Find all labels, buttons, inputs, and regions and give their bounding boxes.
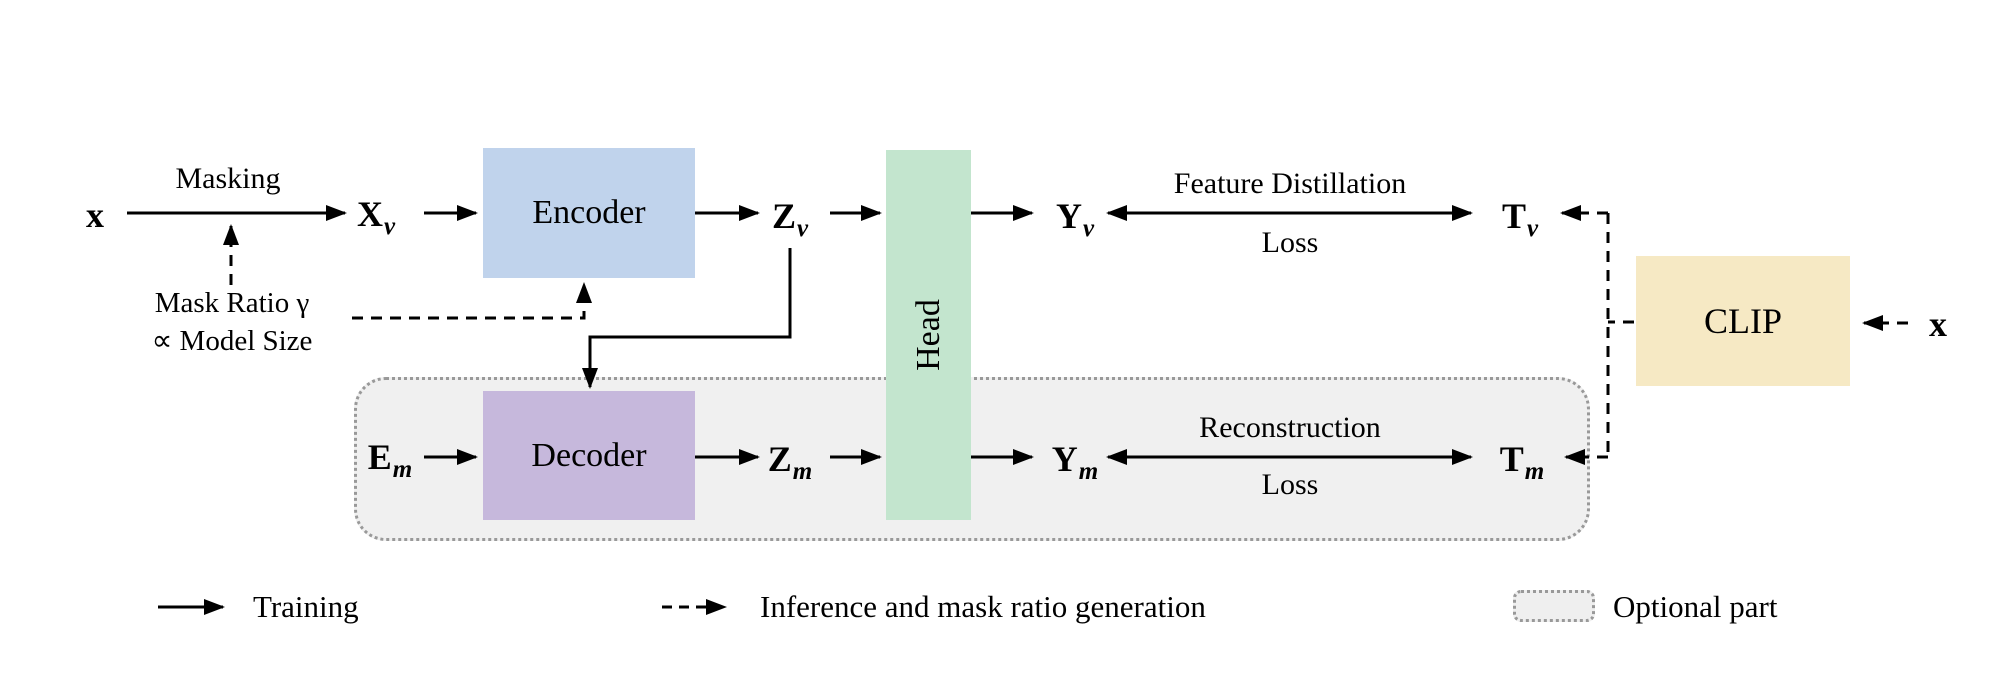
node-tv: Tv (1501, 195, 1538, 242)
legend-optional-label: Optional part (1613, 589, 1778, 624)
dashed-arrow-mask-ratio-to-encoder (352, 282, 592, 320)
feature-distillation-loss-label: Loss (1261, 226, 1319, 259)
node-xv: Xv (356, 193, 395, 240)
feature-distillation-label: Feature Distillation (1173, 167, 1407, 200)
head-label: Head (909, 299, 947, 371)
node-tm: Tm (1499, 438, 1544, 485)
legend-inference-label: Inference and mask ratio generation (760, 589, 1206, 624)
mask-ratio-label: Mask Ratio γ ∝ Model Size (152, 284, 313, 360)
legend-training-label: Training (253, 589, 359, 624)
node-em-sub: m (392, 456, 413, 483)
node-tv-base: T (1501, 196, 1526, 236)
node-zv-base: Z (771, 196, 796, 236)
node-yv-base: Y (1055, 196, 1082, 236)
masking-label: Masking (175, 162, 281, 195)
node-x-right: x (1929, 304, 1947, 344)
reconstruction-label: Reconstruction (1199, 411, 1381, 444)
node-ym: Ym (1051, 438, 1098, 485)
mask-ratio-line2: ∝ Model Size (151, 325, 313, 357)
node-ym-sub: m (1078, 458, 1099, 485)
node-yv-sub: v (1082, 215, 1095, 242)
node-em: Em (367, 436, 412, 483)
head-box: Head (886, 150, 971, 520)
node-ym-base: Y (1051, 439, 1078, 479)
decoder-label: Decoder (531, 436, 647, 474)
node-zv: Zv (771, 195, 808, 242)
node-em-base: E (367, 437, 392, 477)
reconstruction-loss-label: Loss (1261, 468, 1319, 501)
node-zv-sub: v (796, 215, 809, 242)
encoder-label: Encoder (532, 194, 646, 231)
node-tm-sub: m (1524, 458, 1545, 485)
node-tv-sub: v (1526, 215, 1539, 242)
node-yv: Yv (1055, 195, 1094, 242)
node-x-left: x (86, 195, 104, 235)
node-tm-base: T (1499, 439, 1524, 479)
node-zm: Zm (767, 438, 812, 485)
node-zm-base: Z (767, 439, 792, 479)
node-xv-sub: v (383, 213, 396, 240)
node-xv-base: X (356, 194, 383, 234)
legend-optional-swatch (1513, 590, 1595, 622)
encoder-box: Encoder (483, 148, 695, 278)
clip-box: CLIP (1636, 256, 1850, 386)
mask-ratio-line1: Mask Ratio γ (154, 287, 310, 319)
clip-label: CLIP (1703, 301, 1782, 341)
node-zm-sub: m (792, 458, 813, 485)
decoder-box: Decoder (483, 391, 695, 520)
